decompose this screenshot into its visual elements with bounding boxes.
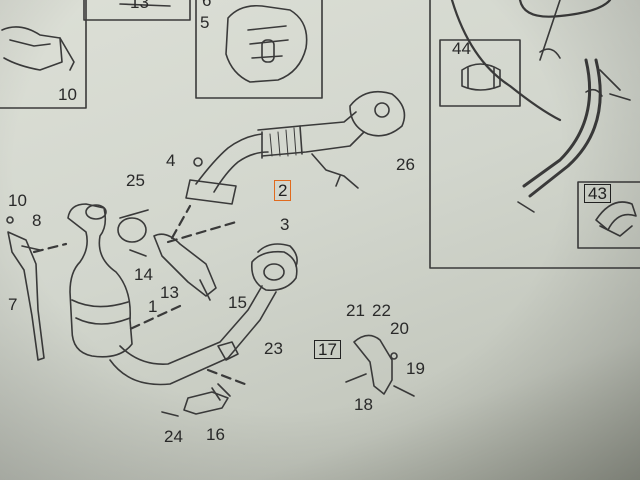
callout-26[interactable]: 26	[396, 155, 415, 174]
callout-8[interactable]: 8	[32, 211, 42, 230]
callout-13-top[interactable]: 13	[130, 0, 149, 12]
callout-44[interactable]: 44	[452, 39, 471, 58]
callout-23[interactable]: 23	[264, 339, 283, 358]
inset-frame-13	[83, 0, 191, 21]
callout-22[interactable]: 22	[372, 301, 391, 320]
callout-21[interactable]: 21	[346, 301, 365, 320]
callout-2-highlighted[interactable]: 2	[274, 180, 292, 201]
callout-10-left[interactable]: 10	[8, 191, 27, 210]
callout-43[interactable]: 43	[584, 184, 611, 203]
callout-14[interactable]: 14	[134, 265, 153, 284]
callout-5[interactable]: 5	[200, 13, 210, 32]
inset-frame-right	[429, 0, 640, 269]
callout-18[interactable]: 18	[354, 395, 373, 414]
callout-7[interactable]: 7	[8, 295, 18, 314]
callout-15[interactable]: 15	[228, 293, 247, 312]
callout-13-mid[interactable]: 13	[160, 283, 179, 302]
inset-frame-43	[577, 181, 640, 249]
callout-20[interactable]: 20	[390, 319, 409, 338]
callout-4[interactable]: 4	[166, 151, 176, 170]
inset-frame-top-left	[0, 0, 87, 109]
callout-17[interactable]: 17	[314, 340, 341, 359]
callout-16[interactable]: 16	[206, 425, 225, 444]
callout-24[interactable]: 24	[164, 427, 183, 446]
callout-10-top[interactable]: 10	[58, 85, 77, 104]
callout-3[interactable]: 3	[280, 215, 290, 234]
callout-25[interactable]: 25	[126, 171, 145, 190]
callout-1[interactable]: 1	[148, 297, 158, 316]
callout-6[interactable]: 6	[202, 0, 212, 10]
inset-frame-44	[439, 39, 521, 107]
inset-frame-heatshield	[195, 0, 323, 99]
callout-19[interactable]: 19	[406, 359, 425, 378]
